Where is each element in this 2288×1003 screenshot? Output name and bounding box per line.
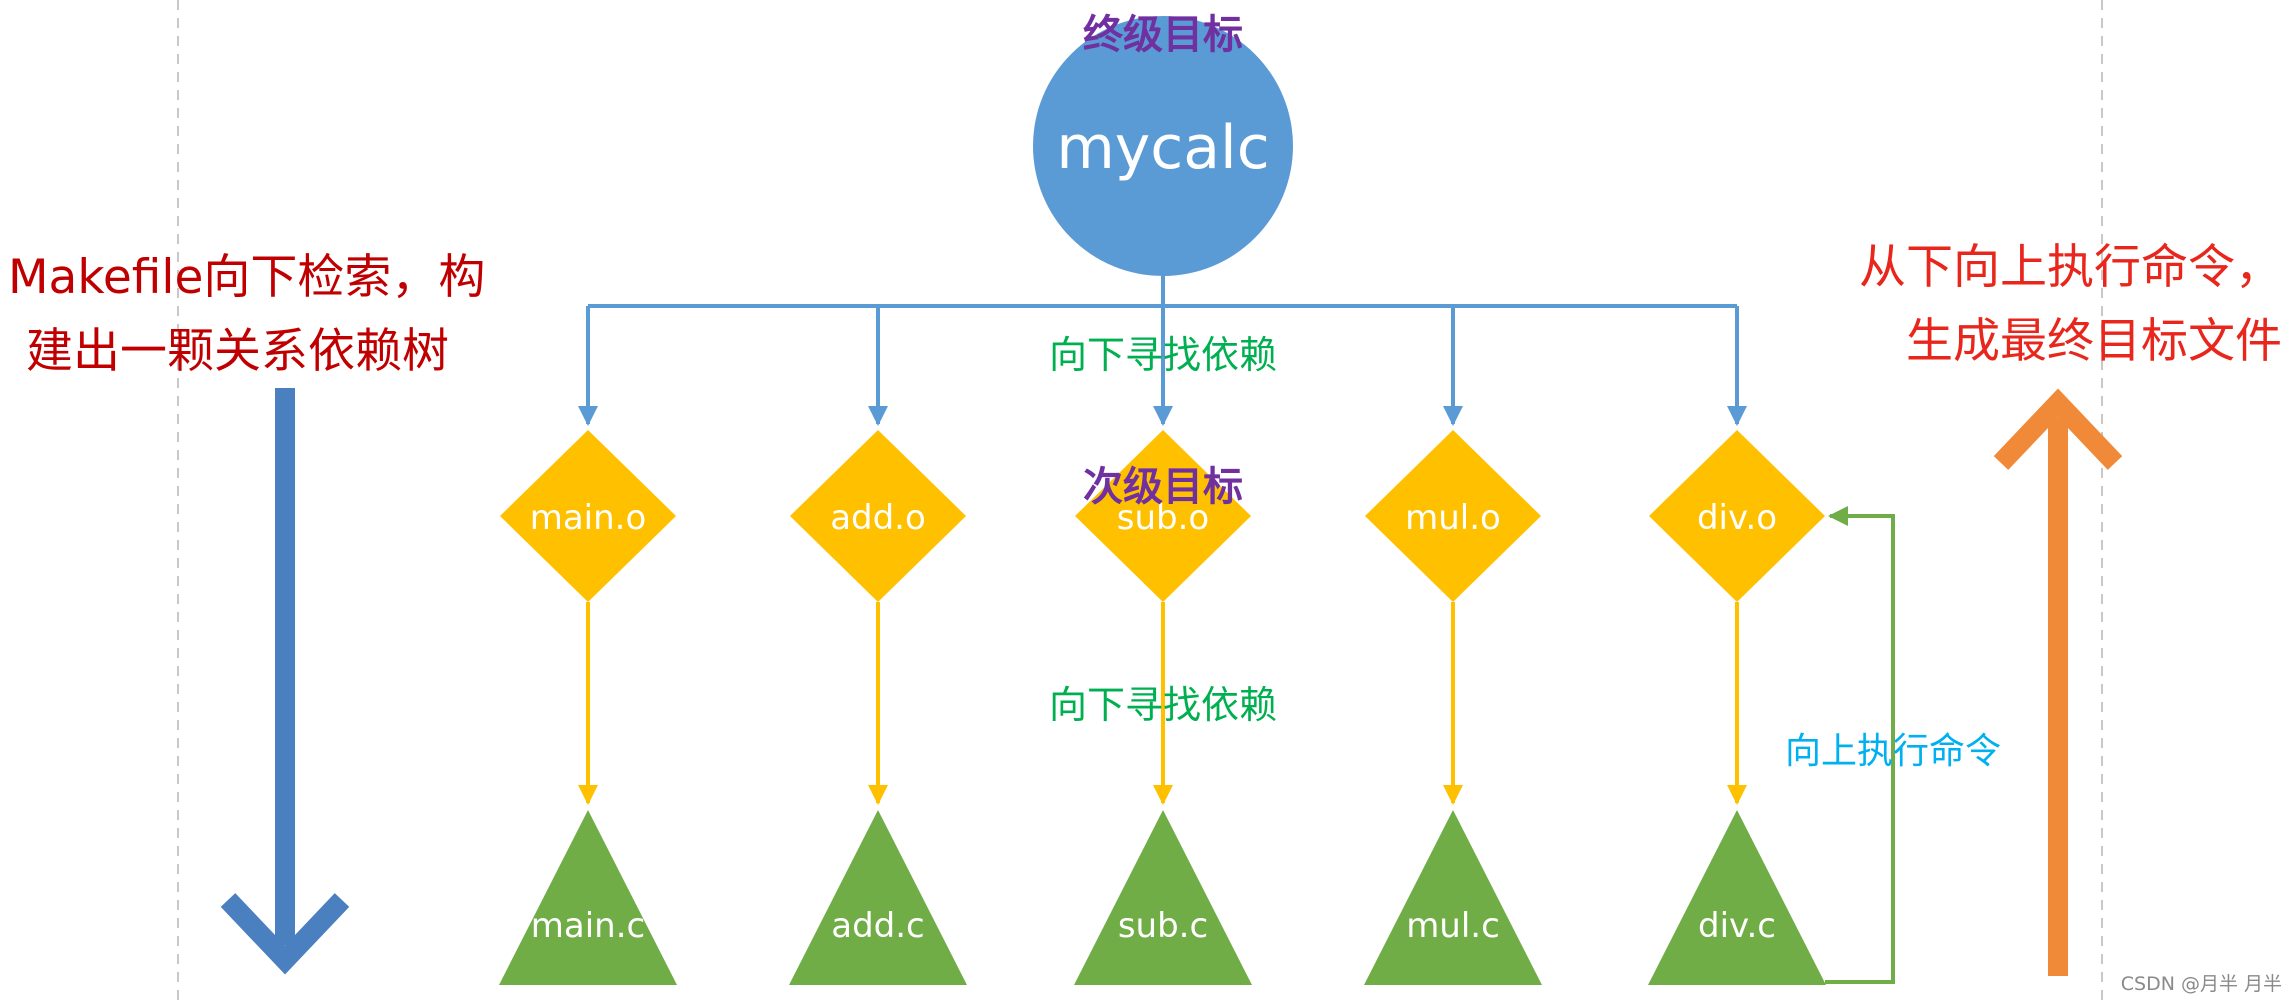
- node-div-c-label: div.c: [1698, 906, 1776, 946]
- node-div-o: div.o: [1649, 430, 1825, 602]
- node-add-c: add.c: [789, 810, 967, 985]
- mid-level-nodes: main.o add.o sub.o mul.o div.o: [500, 430, 1825, 602]
- node-sub-c-label: sub.c: [1118, 906, 1208, 946]
- node-main-c: main.c: [499, 810, 677, 985]
- down-arrow-icon: [220, 388, 350, 975]
- edge-label-bottom: 向下寻找依赖: [1049, 683, 1277, 727]
- node-add-c-label: add.c: [831, 906, 925, 946]
- root-caption: 终级目标: [1083, 12, 1243, 58]
- node-main-o: main.o: [500, 430, 676, 602]
- right-note-line-1: 从下向上执行命令，: [1859, 240, 2282, 295]
- right-note-line-2: 生成最终目标文件: [1906, 314, 2282, 369]
- mid-connectors: [578, 602, 1747, 805]
- node-mul-o: mul.o: [1365, 430, 1541, 602]
- root-connectors: [578, 275, 1747, 426]
- leaf-level-nodes: main.c add.c sub.c mul.c div.c: [499, 810, 1826, 985]
- node-div-c: div.c: [1648, 810, 1826, 985]
- edge-label-up: 向上执行命令: [1785, 731, 2001, 772]
- node-sub-o: sub.o: [1075, 430, 1251, 602]
- node-sub-c: sub.c: [1074, 810, 1252, 985]
- root-node: [1033, 16, 1293, 276]
- left-note-line-1: Makefile向下检索，构: [8, 250, 485, 305]
- node-add-o-label: add.o: [830, 498, 926, 538]
- node-main-c-label: main.c: [531, 906, 645, 946]
- root-label: mycalc: [1056, 113, 1269, 183]
- up-arrow-icon: [1993, 388, 2123, 976]
- left-note-line-2: 建出一颗关系依赖树: [26, 324, 449, 379]
- watermark: CSDN @月半 月半: [2121, 973, 2282, 995]
- node-sub-o-label: sub.o: [1117, 498, 1209, 538]
- node-add-o: add.o: [790, 430, 966, 602]
- edge-label-top: 向下寻找依赖: [1049, 333, 1277, 377]
- node-mul-c: mul.c: [1364, 810, 1542, 985]
- execute-up-connector: [1825, 506, 1895, 984]
- node-mul-c-label: mul.c: [1406, 906, 1500, 946]
- mid-level-caption: 次级目标: [1083, 464, 1243, 510]
- node-mul-o-label: mul.o: [1405, 498, 1501, 538]
- node-div-o-label: div.o: [1697, 498, 1777, 538]
- node-main-o-label: main.o: [530, 498, 647, 538]
